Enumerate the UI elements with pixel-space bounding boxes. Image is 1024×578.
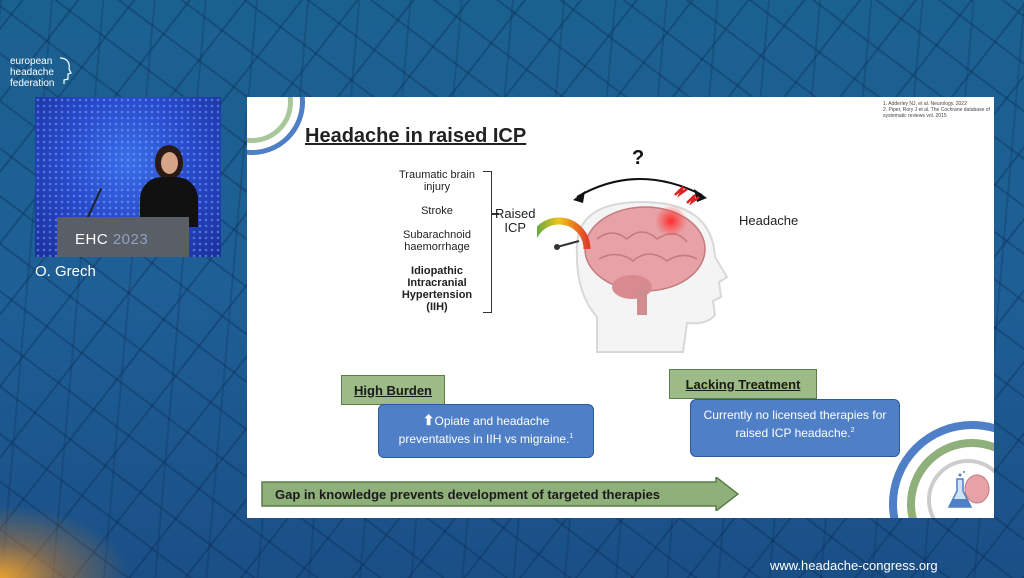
gap-banner-text: Gap in knowledge prevents development of… — [275, 487, 661, 502]
high-burden-box: ⬆Opiate and headache preventatives in II… — [378, 404, 594, 458]
brain-illustration — [537, 178, 729, 353]
headache-label: Headache — [739, 213, 799, 228]
presentation-slide: Headache in raised ICP 1. Adderley NJ, e… — [247, 97, 994, 518]
logo-line-2: headache — [10, 67, 54, 78]
ref-sup-2: 2 — [850, 427, 855, 434]
podium — [57, 217, 189, 257]
lacking-treatment-box: Currently no licensed therapies for rais… — [690, 399, 900, 457]
high-burden-text: Opiate and headache preventatives in IIH… — [398, 414, 570, 446]
cause-item-iih: Idiopathic Intracranial Hypertension (II… — [401, 265, 473, 313]
speaker-video: EHC 2023 — [35, 97, 221, 257]
speaker-name: O. Grech — [35, 263, 96, 280]
arrow-head-left — [573, 191, 585, 203]
speaker-face — [161, 152, 178, 174]
slide-title: Headache in raised ICP — [305, 125, 527, 147]
bracket-tick — [491, 213, 499, 215]
website-url: www.headache-congress.org — [770, 558, 938, 573]
podium-year: 2023 — [112, 231, 149, 248]
lab-flask-icon — [947, 471, 990, 508]
logo-line-1: european — [10, 56, 53, 67]
ehf-logo: european headache federation — [10, 56, 72, 89]
up-arrow-icon: ⬆ — [422, 412, 435, 428]
bracket — [483, 171, 492, 313]
question-mark: ? — [632, 147, 645, 169]
cause-item: Traumatic brain injury — [398, 169, 475, 193]
brainstem — [637, 285, 647, 315]
raised-label-line-2: ICP — [504, 220, 527, 235]
lacking-treatment-text: Currently no licensed therapies for rais… — [703, 408, 887, 440]
high-burden-tag: High Burden — [341, 375, 445, 405]
cause-item: Stroke — [421, 205, 453, 217]
causes-list: Traumatic brain injury Stroke Subarachno… — [397, 169, 477, 325]
raised-label-line-1: Raised — [495, 206, 536, 221]
reference-2: 2. Piper, Rory J et al. The Cochrane dat… — [883, 107, 990, 119]
pain-glow — [655, 205, 687, 237]
ref-sup-1: 1 — [569, 433, 574, 440]
ring-decoration-bottomright-green — [907, 439, 994, 518]
double-arrow — [576, 178, 703, 198]
cause-item: Subarachnoid haemorrhage — [403, 229, 471, 253]
lacking-treatment-tag: Lacking Treatment — [669, 369, 817, 399]
head-profile-icon — [59, 57, 72, 84]
raised-icp-label: Raised ICP — [495, 207, 535, 235]
logo-line-3: federation — [10, 78, 55, 89]
lightning-icon — [674, 186, 688, 198]
podium-label: EHC 2023 — [75, 231, 148, 248]
podium-text: EHC — [75, 231, 109, 248]
reference-1: 1. Adderley NJ, et al. Neurology. 2022 — [883, 101, 967, 107]
ring-decoration-bottomright-inner — [927, 459, 994, 518]
gap-banner-arrow — [261, 477, 739, 511]
pressure-gauge-icon — [537, 217, 591, 250]
gauge-needle — [556, 240, 580, 248]
references: 1. Adderley NJ, et al. Neurology. 2022 2… — [883, 101, 993, 119]
